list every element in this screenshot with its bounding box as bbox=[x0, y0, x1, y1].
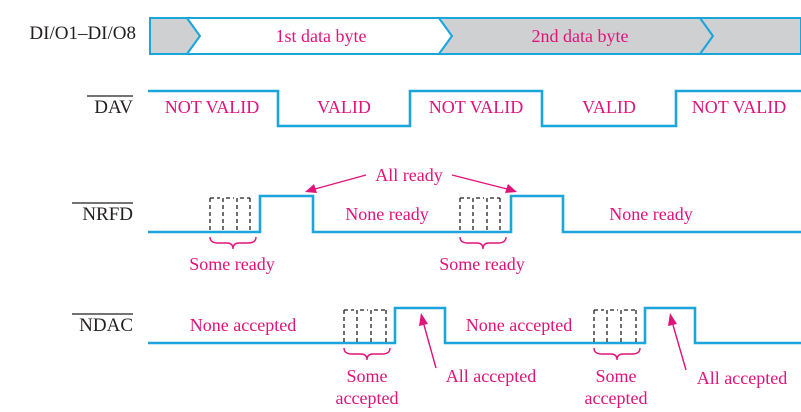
ndac-all-accepted-pointer-2 bbox=[668, 313, 687, 371]
ndac-all-accepted-pointer-1 bbox=[419, 313, 437, 369]
nrfd-signal-line bbox=[148, 194, 801, 234]
nrfd-none-ready-1: None ready bbox=[345, 204, 428, 224]
ndac-some-accepted-dashes-1 bbox=[343, 309, 387, 343]
dav-signal-label: DAV bbox=[94, 97, 133, 118]
bus-byte-1-label: 1st data byte bbox=[276, 26, 367, 46]
ndac-some-accepted-2-line2: accepted bbox=[585, 388, 648, 408]
dav-valid-1: VALID bbox=[317, 97, 371, 117]
nrfd-some-ready-brace-2 bbox=[459, 236, 507, 250]
data-bus-waveform: 1st data byte 2nd data byte bbox=[149, 17, 801, 55]
ndac-none-accepted-2: None accepted bbox=[466, 315, 572, 335]
ndac-signal-line bbox=[148, 306, 801, 345]
nrfd-some-ready-1: Some ready bbox=[189, 254, 274, 274]
dav-not-valid-3: NOT VALID bbox=[692, 97, 787, 117]
dav-valid-2: VALID bbox=[582, 97, 636, 117]
ndac-some-accepted-dashes-2 bbox=[593, 309, 637, 343]
nrfd-some-ready-dashes-1 bbox=[209, 197, 251, 232]
dav-waveform: NOT VALID VALID NOT VALID VALID NOT VALI… bbox=[148, 89, 801, 128]
dav-signal-line bbox=[148, 89, 801, 128]
nrfd-some-ready-2: Some ready bbox=[439, 254, 524, 274]
ndac-some-accepted-brace-2 bbox=[593, 347, 641, 361]
nrfd-none-ready-2: None ready bbox=[609, 204, 692, 224]
nrfd-all-ready-pointers bbox=[305, 174, 517, 193]
bus-signal-label: DI/O1–DI/O8 bbox=[29, 23, 136, 44]
nrfd-some-ready-brace-1 bbox=[209, 236, 257, 250]
ndac-signal-label: NDAC bbox=[79, 315, 133, 336]
ndac-all-accepted-1: All accepted bbox=[446, 366, 536, 386]
ndac-some-accepted-2-line1: Some bbox=[595, 366, 636, 386]
ndac-none-accepted-1: None accepted bbox=[190, 315, 296, 335]
nrfd-all-ready-label: All ready bbox=[375, 165, 442, 185]
ndac-some-accepted-1-line2: accepted bbox=[336, 388, 399, 408]
nrfd-some-ready-dashes-2 bbox=[459, 197, 501, 232]
bus-byte-2-label: 2nd data byte bbox=[532, 26, 629, 46]
ndac-all-accepted-2: All accepted bbox=[697, 368, 787, 388]
ndac-some-accepted-1-line1: Some bbox=[346, 366, 387, 386]
bus-trailing-segment bbox=[698, 17, 801, 55]
nrfd-signal-label: NRFD bbox=[82, 204, 133, 225]
dav-not-valid-2: NOT VALID bbox=[429, 97, 524, 117]
dav-not-valid-1: NOT VALID bbox=[165, 97, 260, 117]
ndac-some-accepted-brace-1 bbox=[343, 347, 391, 361]
ndac-waveform: None accepted None accepted Some accepte… bbox=[148, 306, 801, 408]
nrfd-waveform: None ready None ready All ready Some rea… bbox=[148, 165, 801, 274]
